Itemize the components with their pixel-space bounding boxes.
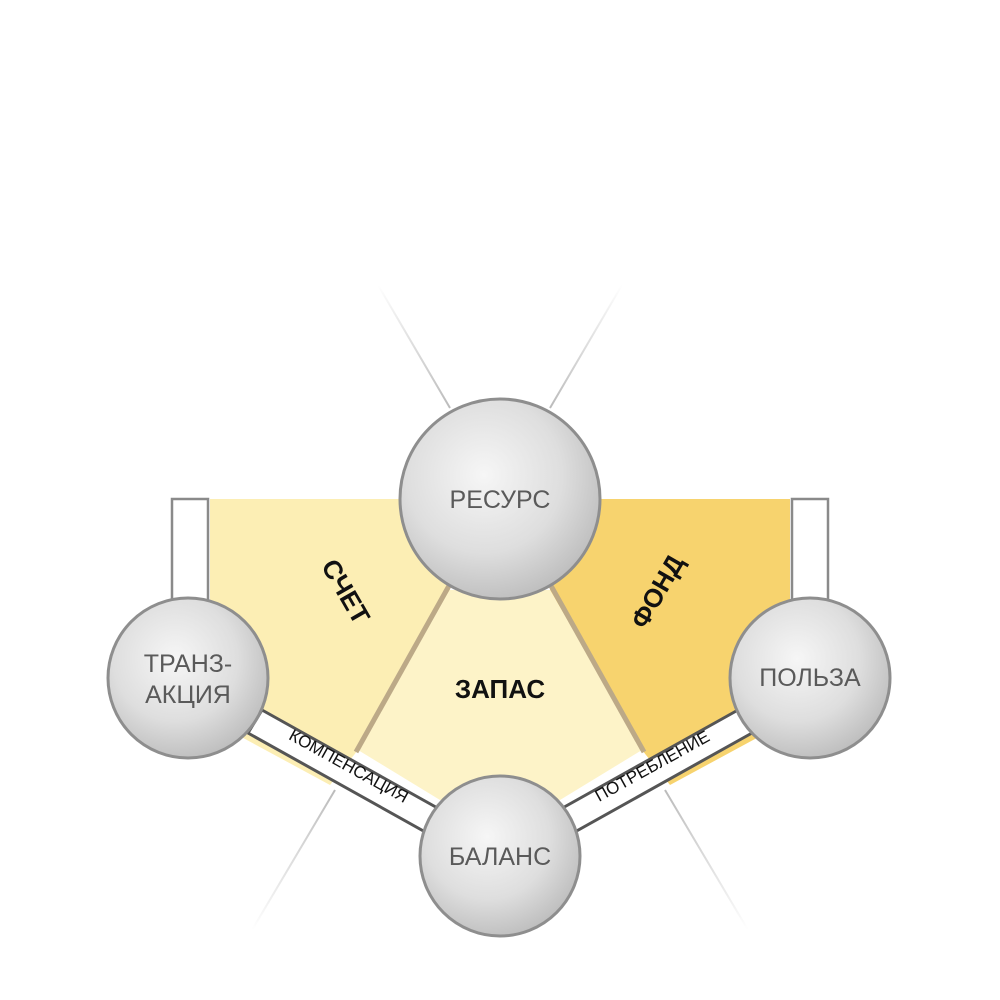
node-polza-label: ПОЛЬЗА	[759, 664, 861, 692]
guide-line-top-right	[549, 284, 623, 409]
node-tranzakciya-label-line1: ТРАНЗ-	[144, 650, 232, 678]
guide-lines	[100, 284, 900, 931]
node-balans-label: БАЛАНС	[449, 843, 551, 871]
guide-line-bottom-left	[251, 789, 336, 931]
divider-left	[353, 582, 453, 754]
node-resurs-circle	[398, 397, 602, 601]
node-balans: БАЛАНС	[418, 774, 582, 938]
node-polza-circle	[728, 596, 892, 760]
divider-right	[547, 582, 647, 754]
node-polza: ПОЛЬЗА	[728, 596, 892, 760]
node-tranzakciya: ТРАНЗ- АКЦИЯ	[106, 596, 270, 760]
guide-line-top-left	[377, 284, 451, 409]
guide-line-bottom-right	[664, 789, 749, 931]
node-balans-circle	[418, 774, 582, 938]
node-resurs-label: РЕСУРС	[450, 486, 551, 514]
right-rail	[790, 497, 830, 611]
node-tranzakciya-label-line2: АКЦИЯ	[145, 681, 231, 709]
region-label-zapas: ЗАПАС	[455, 674, 546, 704]
region-zapas	[358, 590, 642, 800]
side-rails	[170, 497, 830, 611]
node-resurs: РЕСУРС	[398, 397, 602, 601]
left-rail	[170, 497, 210, 611]
node-tranzakciya-circle	[106, 596, 270, 760]
